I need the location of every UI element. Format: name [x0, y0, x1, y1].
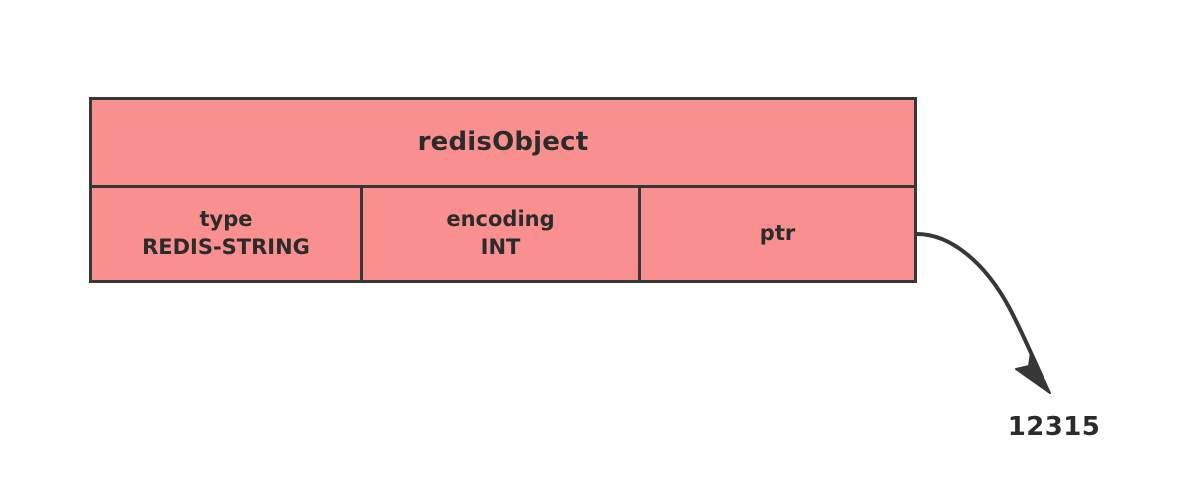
redis-object-box: redisObject type REDIS-STRING encoding I…: [89, 97, 917, 283]
field-value-type: REDIS-STRING: [142, 235, 310, 259]
field-name-type: type: [199, 207, 253, 232]
pointer-arrow-icon: [915, 232, 1051, 394]
pointer-arrow-curve: [915, 232, 1044, 379]
redis-object-fields-row: type REDIS-STRING encoding INT ptr: [92, 188, 914, 280]
redis-object-header: redisObject: [92, 100, 914, 188]
redis-object-title: redisObject: [417, 127, 589, 158]
field-cell-ptr: ptr: [641, 188, 914, 280]
field-value-encoding: INT: [480, 235, 521, 259]
field-name-ptr: ptr: [759, 221, 796, 246]
field-cell-type: type REDIS-STRING: [92, 188, 363, 280]
pointer-arrow-head: [1015, 351, 1051, 394]
field-cell-encoding: encoding INT: [363, 188, 641, 280]
field-name-encoding: encoding: [446, 207, 555, 232]
pointer-target-label: 12315: [1007, 412, 1101, 442]
